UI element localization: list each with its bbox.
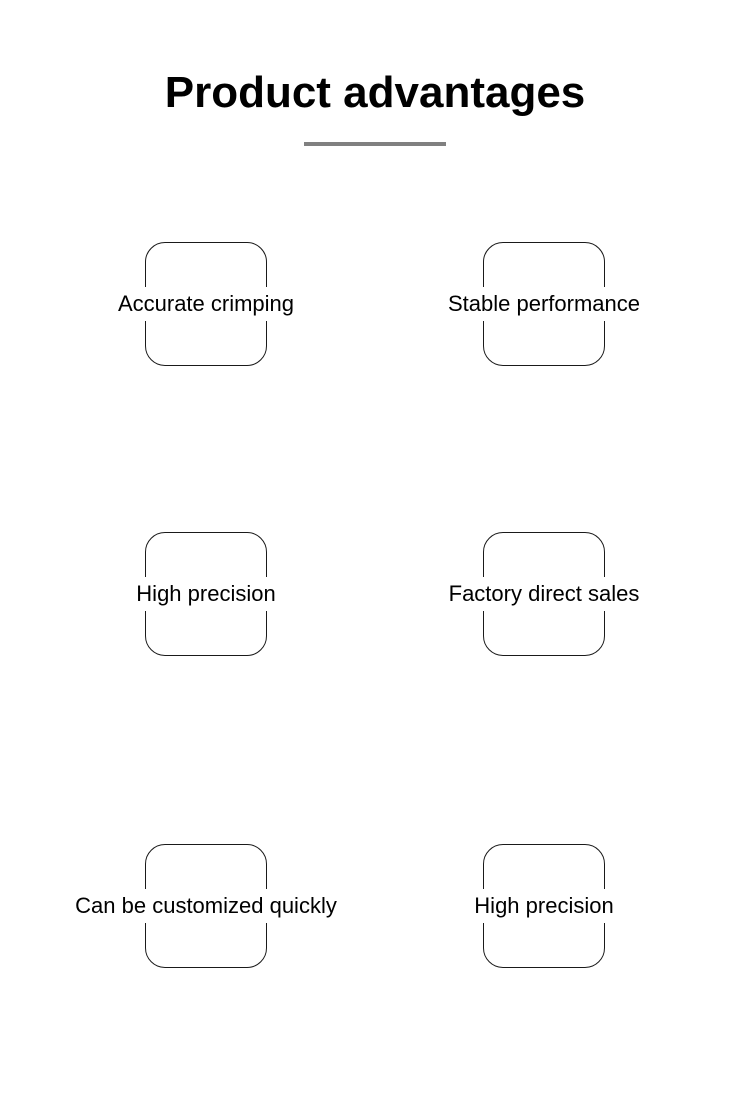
advantage-card-stable-performance[interactable]: Stable performance [394,242,694,366]
advantage-label: High precision [394,889,694,923]
title-divider [304,142,446,146]
advantage-label: Stable performance [394,287,694,321]
advantage-card-accurate-crimping[interactable]: Accurate crimping [56,242,356,366]
advantage-label: Factory direct sales [394,577,694,611]
advantage-label: High precision [56,577,356,611]
advantage-card-high-precision[interactable]: High precision [56,532,356,656]
advantage-card-factory-direct-sales[interactable]: Factory direct sales [394,532,694,656]
advantage-label: Accurate crimping [56,287,356,321]
advantage-card-high-precision-2[interactable]: High precision [394,844,694,968]
page-title: Product advantages [164,68,586,117]
advantage-label: Can be customized quickly [56,889,356,923]
advantage-card-can-be-customized-quickly[interactable]: Can be customized quickly [56,844,356,968]
